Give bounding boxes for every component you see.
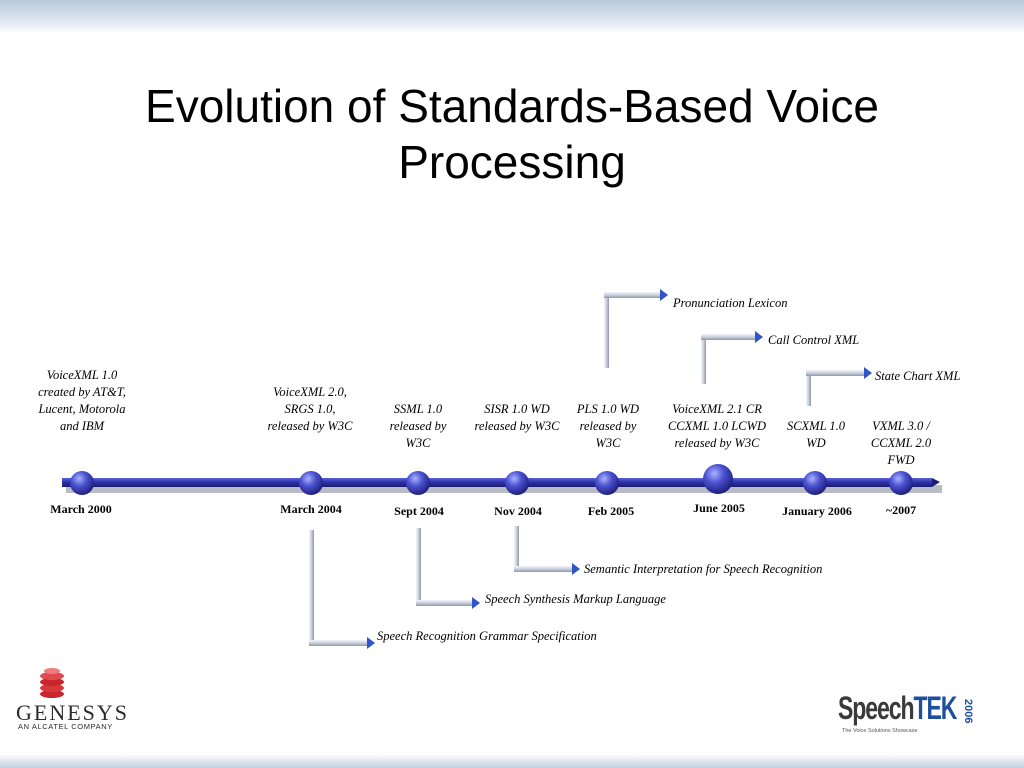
milestone-date-sep2004: Sept 2004 [394, 504, 444, 518]
branch-label-pronunciation: Pronunciation Lexicon [673, 296, 788, 310]
milestone-node [703, 464, 733, 494]
branch-up-callcontrol [701, 331, 763, 384]
speechtek-tagline: The Voice Solutions Showcase [842, 728, 918, 734]
milestone-date-jan2006: January 2006 [782, 504, 852, 518]
milestone-node [505, 471, 529, 495]
bottom-gradient-band [0, 754, 1024, 768]
branch-label-callcontrol: Call Control XML [768, 333, 860, 347]
branch-label-ssml: Speech Synthesis Markup Language [485, 592, 666, 606]
milestone-date-nov2004: Nov 2004 [494, 504, 542, 518]
speechtek-logo: SpeechTEK 2006 The Voice Solutions Showc… [838, 690, 988, 738]
timeline-bar-end [932, 478, 940, 487]
milestone-date-2000: March 2000 [50, 502, 112, 516]
milestone-date-mar2004: March 2004 [280, 502, 342, 516]
speechtek-wordmark: SpeechTEK [838, 690, 957, 727]
milestone-node [70, 471, 94, 495]
genesys-tagline: AN ALCATEL COMPANY [18, 722, 113, 731]
milestone-note-nov2004: SISR 1.0 WD released by W3C [474, 402, 560, 433]
branch-down-semantic [514, 526, 580, 575]
milestone-note-2000: VoiceXML 1.0 created by AT&T, Lucent, Mo… [38, 368, 126, 433]
milestone-node [889, 471, 913, 495]
timeline-bar-shadow [66, 485, 942, 493]
milestone-date-2007: ~2007 [885, 503, 917, 517]
speechtek-speech: Speech [838, 690, 915, 726]
milestone-node [299, 471, 323, 495]
top-gradient-band [0, 0, 1024, 34]
milestone-note-sep2004: SSML 1.0 released by W3C [389, 402, 447, 450]
milestone-date-feb2005: Feb 2005 [587, 504, 635, 518]
genesys-stack-icon [40, 668, 64, 698]
slide-title: Evolution of Standards-Based Voice Proce… [145, 80, 879, 188]
milestone-note-jun2005: VoiceXML 2.1 CR CCXML 1.0 LCWD released … [667, 402, 767, 450]
genesys-logo: GENESYS AN ALCATEL COMPANY [14, 664, 130, 734]
milestone-node [406, 471, 430, 495]
branch-up-statechart [806, 367, 872, 406]
branch-label-srgs: Speech Recognition Grammar Specification [377, 629, 597, 643]
branch-down-srgs [309, 530, 375, 649]
branch-down-ssml [416, 528, 480, 609]
branch-label-semantic: Semantic Interpretation for Speech Recog… [584, 562, 823, 576]
speechtek-year: 2006 [962, 698, 974, 724]
speechtek-tek: TEK [913, 690, 957, 726]
timeline-bar [62, 478, 932, 487]
branch-label-statechart: State Chart XML [875, 369, 961, 383]
milestone-note-feb2005: PLS 1.0 WD released by W3C [576, 402, 640, 450]
milestone-note-2007: VXML 3.0 / CCXML 2.0 FWD [870, 419, 932, 467]
genesys-wordmark: GENESYS [16, 700, 130, 725]
milestone-node [595, 471, 619, 495]
milestone-note-mar2004: VoiceXML 2.0, SRGS 1.0, released by W3C [267, 385, 353, 433]
branch-up-pronunciation [604, 289, 668, 368]
milestone-note-jan2006: SCXML 1.0 WD [786, 419, 846, 450]
milestone-date-jun2005: June 2005 [693, 501, 745, 515]
milestone-node [803, 471, 827, 495]
